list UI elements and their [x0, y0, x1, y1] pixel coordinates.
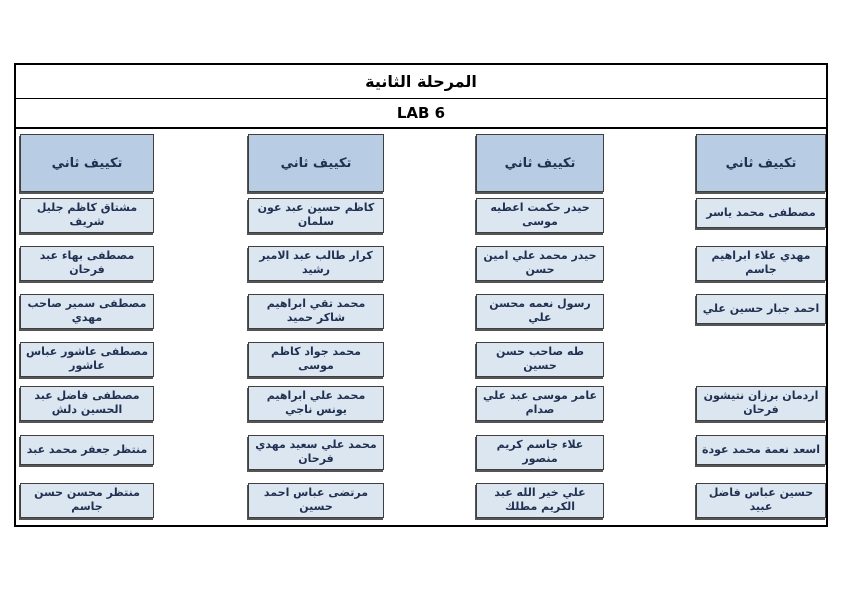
student-name-box: مصطفى سمير صاحب مهدي — [20, 294, 154, 329]
student-name-box: مهدي علاء ابراهيم جاسم — [696, 246, 826, 281]
student-name-box: مصطفى فاضل عبد الحسين دلش — [20, 386, 154, 421]
stage-title: المرحلة الثانية — [16, 65, 826, 99]
student-name-box: محمد علي ابراهيم يونس ناجي — [248, 386, 384, 421]
group-header: تكييف ثاني — [476, 134, 604, 192]
student-name-box: حسين عباس فاضل عبيد — [696, 483, 826, 518]
group-header: تكييف ثاني — [696, 134, 826, 192]
lab-label: LAB 6 — [16, 99, 826, 129]
student-name-box: علاء جاسم كريم منصور — [476, 435, 604, 470]
student-name-box: منتظر محسن حسن جاسم — [20, 483, 154, 518]
group-header: تكييف ثاني — [248, 134, 384, 192]
group-header: تكييف ثاني — [20, 134, 154, 192]
student-name-box: مصطفى بهاء عبد فرحان — [20, 246, 154, 281]
student-name-box: حيدر محمد علي امين حسن — [476, 246, 604, 281]
student-name-box: علي خير الله عبد الكريم مطلك — [476, 483, 604, 518]
student-name-box: محمد علي سعيد مهدي فرحان — [248, 435, 384, 470]
student-name-box: منتظر جعفر محمد عبد — [20, 435, 154, 465]
group-column: تكييف ثاني حيدر حكمت اعطيه موسى حيدر محمد … — [476, 65, 604, 525]
student-name-box: عامر موسى عبد علي صدام — [476, 386, 604, 421]
student-name-box: محمد جواد كاظم موسى — [248, 342, 384, 377]
student-name-box: اردمان برزان نتيشون فرحان — [696, 386, 826, 421]
student-name-box: رسول نعمه محسن علي — [476, 294, 604, 329]
group-column: تكييف ثاني كاظم حسين عبد عون سلمان كرار طا… — [248, 65, 384, 525]
schedule-table: المرحلة الثانية LAB 6 تكييف ثاني مصطفى مح… — [14, 63, 828, 527]
student-name-box: احمد جبار حسين علي — [696, 294, 826, 324]
student-name-box: محمد تقي ابراهيم شاكر حميد — [248, 294, 384, 329]
student-name-box: مصطفى عاشور عباس عاشور — [20, 342, 154, 377]
student-name-box: طه صاحب حسن حسين — [476, 342, 604, 377]
student-name-box: كاظم حسين عبد عون سلمان — [248, 198, 384, 233]
groups-area: تكييف ثاني مصطفى محمد ياسر مهدي علاء ابراه… — [16, 65, 826, 525]
student-name-box: حيدر حكمت اعطيه موسى — [476, 198, 604, 233]
student-name-box: مرتضى عباس احمد حسين — [248, 483, 384, 518]
student-name-box: اسعد نعمة محمد عودة — [696, 435, 826, 465]
student-name-box: مشتاق كاظم جليل شريف — [20, 198, 154, 233]
group-column: تكييف ثاني مشتاق كاظم جليل شريف مصطفى بهاء… — [20, 65, 154, 525]
group-column: تكييف ثاني مصطفى محمد ياسر مهدي علاء ابراه… — [696, 65, 826, 525]
student-name-box: مصطفى محمد ياسر — [696, 198, 826, 228]
student-name-box: كرار طالب عبد الامير رشيد — [248, 246, 384, 281]
